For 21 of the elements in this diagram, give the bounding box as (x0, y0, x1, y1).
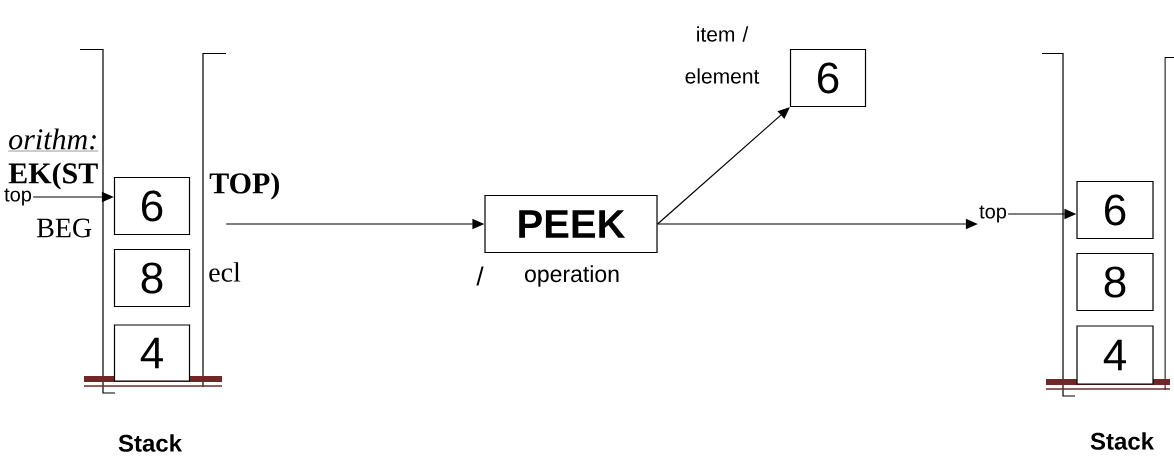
stack-caption: Stack (1090, 432, 1155, 450)
stack-item: 8 (1076, 252, 1154, 312)
operation-box: PEEK (484, 194, 658, 254)
stack-item: 4 (1076, 325, 1154, 385)
stack-caption: Stack (118, 434, 183, 452)
stack-item: 8 (113, 248, 191, 308)
stray-text: TOP) (209, 172, 279, 200)
operation-caption: operation (525, 265, 619, 287)
stray-text: ecl (209, 262, 241, 282)
pointer-label: top (979, 205, 1007, 223)
arrow (657, 107, 790, 225)
stray-text: EK(ST (8, 162, 98, 190)
stack-item: 6 (789, 48, 867, 108)
stack-item: 6 (1076, 180, 1154, 240)
stray-text: / (476, 266, 484, 286)
stray-text: orithm: (8, 128, 99, 152)
item-caption: item / element (685, 26, 760, 84)
stack-item: 6 (113, 176, 191, 236)
stray-text: BEG (37, 218, 92, 238)
stack-item: 4 (113, 324, 191, 382)
pointer-label: top (4, 188, 32, 206)
